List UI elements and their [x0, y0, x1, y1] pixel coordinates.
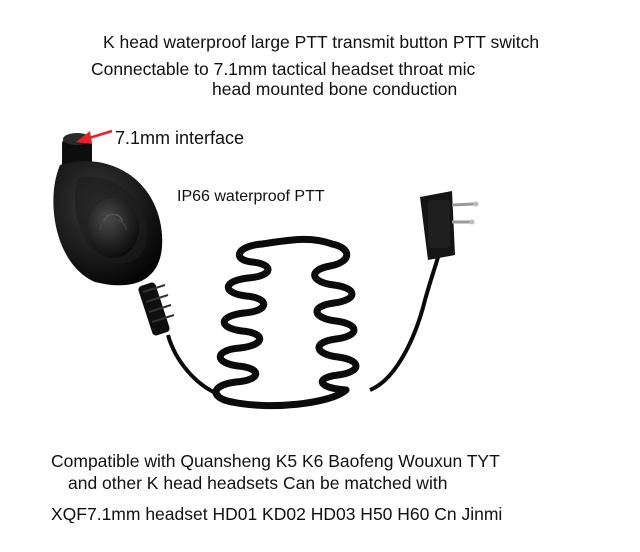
- compatibility-line-3: XQF7.1mm headset HD01 KD02 HD03 H50 H60 …: [51, 504, 503, 524]
- ptt-callout: IP66 waterproof PTT: [177, 188, 325, 205]
- headline-line-3: head mounted bone conduction: [212, 79, 458, 99]
- ptt-button: [87, 198, 139, 258]
- interface-callout: 7.1mm interface: [115, 128, 245, 148]
- compatibility-line-1: Compatible with Quansheng K5 K6 Baofeng …: [51, 451, 500, 471]
- cable-upper: [369, 249, 442, 392]
- interface-arrow: [76, 129, 113, 144]
- cable-lower: [166, 334, 221, 397]
- compatibility-line-2: and other K head headsets Can be matched…: [68, 473, 448, 493]
- coiled-cord: [212, 235, 360, 410]
- headline-line-2: Connectable to 7.1mm tactical headset th…: [91, 59, 476, 79]
- k-head-plug: [420, 191, 479, 260]
- headline-line-1: K head waterproof large PTT transmit but…: [103, 32, 540, 52]
- strain-relief: [138, 282, 175, 336]
